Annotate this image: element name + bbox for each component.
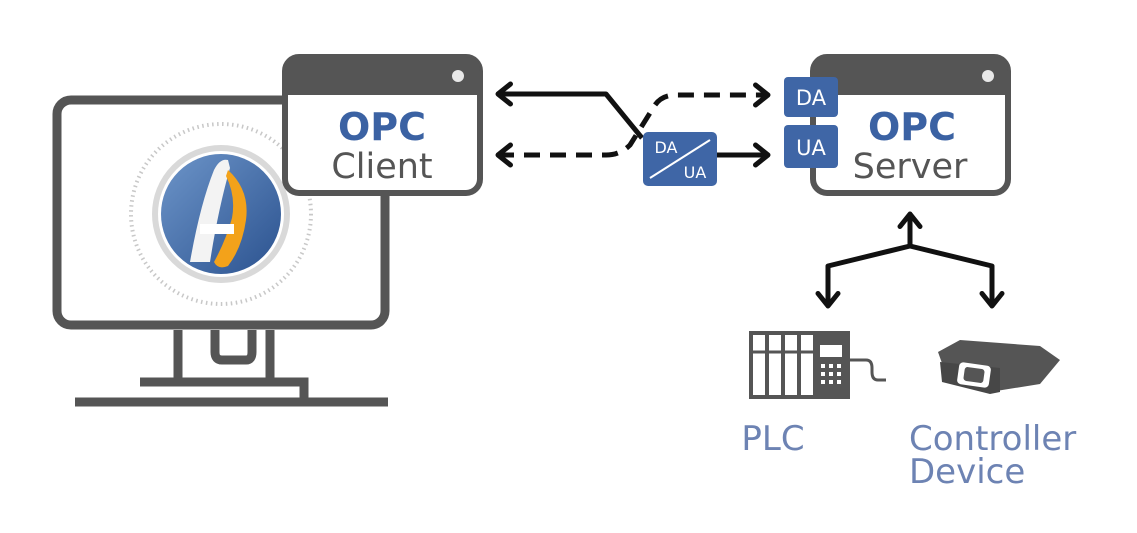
controller-label-line1: Controller bbox=[909, 419, 1076, 459]
server-role: Server bbox=[853, 147, 968, 187]
opc-server-window: OPC Server bbox=[810, 54, 1011, 196]
client-role: Client bbox=[331, 147, 432, 187]
dashed-connection-arrow bbox=[495, 82, 771, 168]
svg-text:DA: DA bbox=[796, 86, 827, 110]
svg-text:DA: DA bbox=[655, 138, 678, 157]
controller-label-line2: Device bbox=[909, 452, 1025, 492]
svg-text:UA: UA bbox=[796, 136, 826, 160]
server-to-devices-arrows bbox=[815, 211, 1005, 309]
svg-text:UA: UA bbox=[684, 163, 707, 182]
opc-client-window: OPC Client bbox=[282, 54, 483, 196]
server-ua-badge: UA bbox=[784, 125, 838, 168]
window-dot-icon bbox=[982, 70, 994, 82]
as-logo-icon bbox=[129, 122, 313, 306]
server-da-badge: DA bbox=[784, 77, 838, 117]
controller-device-icon bbox=[938, 340, 1060, 394]
protocol-badge: DA UA bbox=[643, 132, 717, 186]
client-title: OPC bbox=[338, 105, 426, 149]
plc-label: PLC bbox=[741, 419, 804, 459]
solid-connection-arrow bbox=[495, 81, 644, 140]
server-title: OPC bbox=[868, 105, 956, 149]
window-dot-icon bbox=[452, 70, 464, 82]
connection-arrows bbox=[495, 81, 771, 168]
plc-icon bbox=[749, 331, 886, 399]
